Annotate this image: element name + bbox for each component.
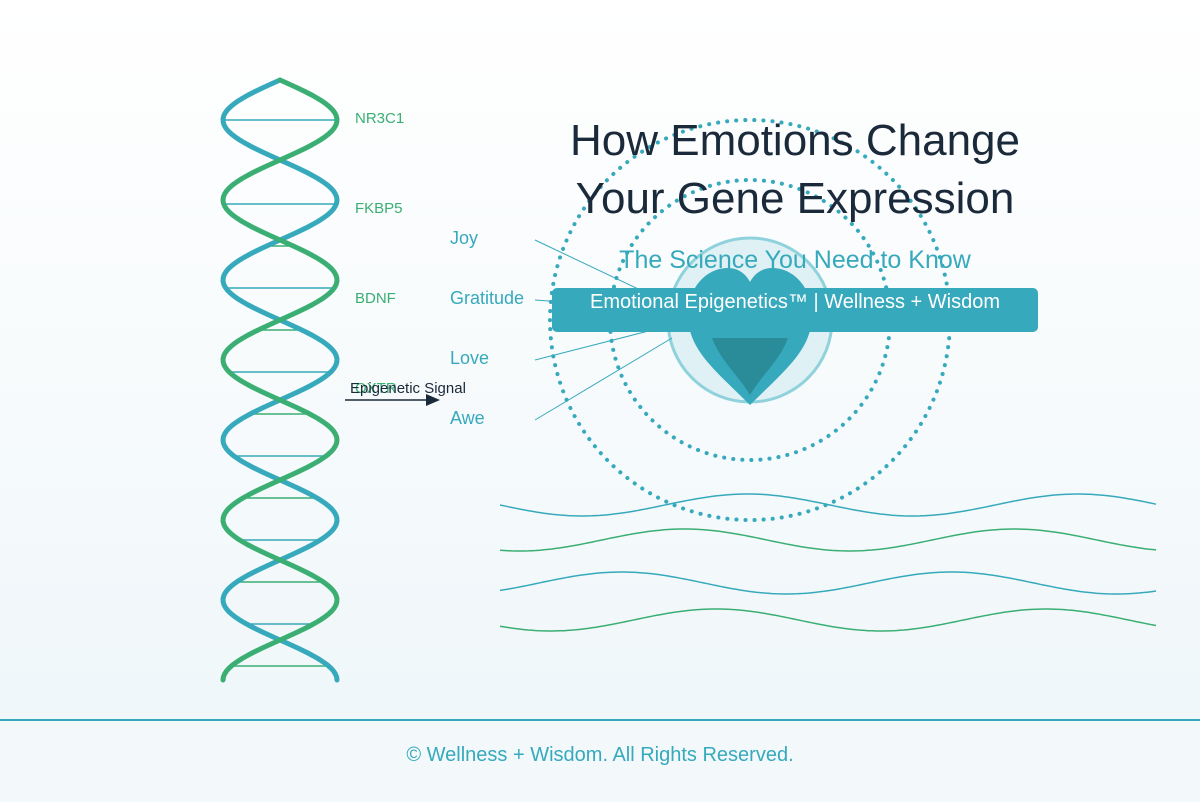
gene-label: FKBP5 <box>355 200 403 217</box>
gene-label: NR3C1 <box>355 110 404 127</box>
helix-strand-teal <box>220 77 340 683</box>
footer-copyright: © Wellness + Wisdom. All Rights Reserved… <box>406 744 794 766</box>
helix-strand-green <box>220 77 340 683</box>
dna-helix <box>220 77 340 683</box>
emotion-label: Love <box>450 348 489 368</box>
page-title: How Emotions Change Your Gene Expression <box>545 112 1045 228</box>
wave-line <box>499 608 1157 632</box>
wave-lines <box>499 493 1157 632</box>
gene-label: OXTR <box>355 380 397 397</box>
brand-banner-text: Emotional Epigenetics™ | Wellness + Wisd… <box>590 291 1000 313</box>
footer-bar <box>0 719 1200 802</box>
wave-line <box>499 528 1157 552</box>
brand-banner <box>552 288 1038 332</box>
emotion-label: Joy <box>450 228 478 248</box>
wave-line <box>499 571 1157 595</box>
signal-arrow-icon <box>345 394 440 406</box>
page-subtitle: The Science You Need to Know <box>619 246 971 274</box>
title-line: How Emotions Change <box>569 116 1020 165</box>
title-line: Your Gene Expression <box>575 174 1015 223</box>
emotion-label: Awe <box>450 408 485 428</box>
wave-line <box>499 493 1157 517</box>
signal-label: Epigenetic Signal <box>350 380 466 397</box>
gene-label: BDNF <box>355 290 396 307</box>
emotion-label: Gratitude <box>450 288 524 308</box>
